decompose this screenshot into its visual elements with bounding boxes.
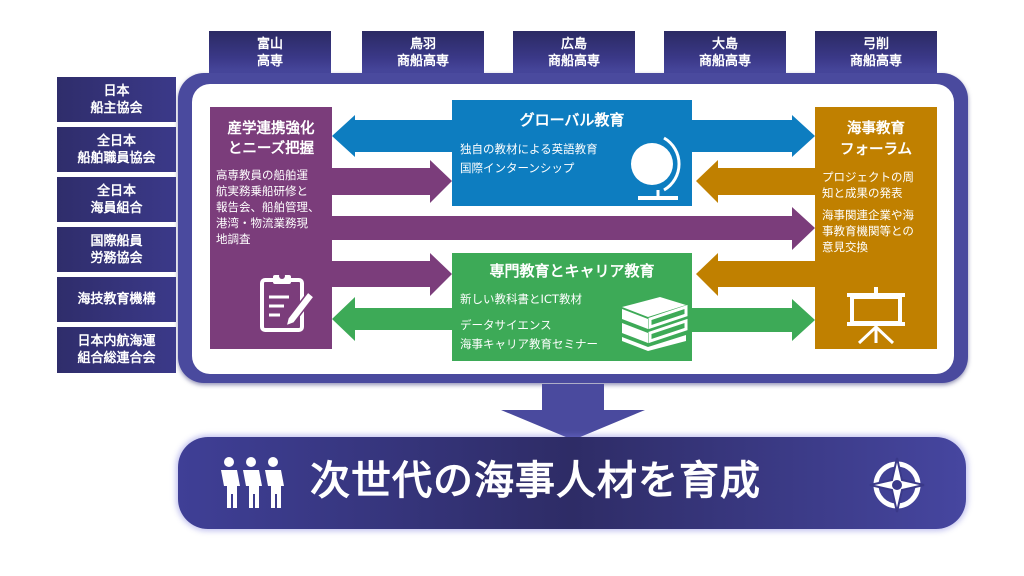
school-name: 広島 bbox=[560, 37, 587, 52]
org-name-line: 日本内航海運 bbox=[77, 334, 156, 349]
career-item: データサイエンス bbox=[460, 318, 552, 332]
arrow-global-to-forum bbox=[692, 115, 815, 157]
forum-title-line1: 海事教育 bbox=[847, 121, 905, 137]
arrow-down-to-result bbox=[501, 384, 645, 440]
school-type: 商船高専 bbox=[396, 54, 449, 69]
industry-description-line: 高専教員の船舶運 bbox=[216, 168, 308, 182]
org-seafarers-union: 全日本 海員組合 bbox=[57, 177, 176, 222]
career-education-box: 専門教育とキャリア教育 新しい教科書とICT教材 データサイエンス 海事キャリア… bbox=[452, 253, 692, 361]
org-name-line: 全日本 bbox=[96, 183, 136, 199]
result-banner bbox=[178, 437, 966, 529]
org-name-line: 組合総連合会 bbox=[77, 351, 156, 366]
career-item: 海事キャリア教育セミナー bbox=[460, 337, 598, 351]
global-education-box: グローバル教育 独自の教材による英語教育 国際インターンシップ bbox=[452, 100, 692, 206]
org-maritime-education-organization: 海技教育機構 bbox=[57, 277, 176, 322]
industry-collaboration-box: 産学連携強化 とニーズ把握 高専教員の船舶運 航実務乗船研修と 報告会、船舶管理… bbox=[210, 107, 332, 349]
arrow-industry-to-forum bbox=[332, 207, 815, 250]
arrow-forum-to-global bbox=[696, 160, 815, 203]
org-coastal-shipping-federation: 日本内航海運 組合総連合会 bbox=[57, 327, 176, 373]
org-name-line: 海員組合 bbox=[90, 200, 143, 216]
org-name-line: 船主協会 bbox=[90, 100, 143, 116]
org-name-line: 全日本 bbox=[96, 133, 136, 149]
career-item: 新しい教科書とICT教材 bbox=[460, 292, 582, 306]
presentation-board-icon bbox=[847, 287, 905, 345]
org-name-line: 船舶職員協会 bbox=[77, 150, 156, 166]
school-tab-toyama: 富山 高専 bbox=[209, 31, 331, 75]
school-type: 高専 bbox=[256, 54, 283, 69]
compass-icon bbox=[869, 457, 925, 513]
school-name: 鳥羽 bbox=[409, 37, 436, 52]
arrow-career-to-forum bbox=[692, 299, 815, 341]
books-icon bbox=[622, 297, 688, 351]
maritime-forum-box: 海事教育 フォーラム プロジェクトの周 知と成果の発表 海事関連企業や海 事教育… bbox=[815, 107, 937, 349]
school-type: 商船高専 bbox=[547, 54, 600, 69]
global-item: 国際インターンシップ bbox=[460, 161, 575, 175]
arrow-industry-to-global bbox=[332, 160, 452, 203]
arrow-career-to-industry bbox=[332, 297, 453, 341]
school-name: 富山 bbox=[256, 37, 283, 52]
school-tab-yuge: 弓削 商船高専 bbox=[815, 31, 937, 75]
industry-title-line2: とニーズ把握 bbox=[227, 141, 315, 157]
forum-item-line: プロジェクトの周 bbox=[822, 170, 914, 184]
career-title: 専門教育とキャリア教育 bbox=[489, 262, 655, 280]
school-name: 弓削 bbox=[862, 37, 889, 52]
forum-item-line: 知と成果の発表 bbox=[822, 186, 903, 200]
org-name-line: 海技教育機構 bbox=[77, 292, 156, 307]
org-ship-officers-association: 全日本 船舶職員協会 bbox=[57, 127, 176, 172]
org-international-seafarers-labor: 国際船員 労務協会 bbox=[57, 227, 176, 272]
org-shipowners-association: 日本 船主協会 bbox=[57, 77, 176, 122]
industry-description-line: 航実務乗船研修と bbox=[216, 184, 308, 198]
forum-item-line: 事教育機関等との bbox=[822, 224, 914, 238]
clipboard-pen-icon bbox=[260, 273, 316, 332]
result-text: 次世代の海事人材を育成 bbox=[310, 458, 761, 504]
industry-description-line: 地調査 bbox=[216, 232, 251, 246]
industry-description-line: 報告会、船舶管理、 bbox=[216, 200, 320, 214]
globe-icon bbox=[631, 136, 681, 200]
industry-title-line1: 産学連携強化 bbox=[227, 121, 315, 137]
org-name-line: 日本 bbox=[103, 83, 130, 99]
industry-description-line: 港湾・物流業務現 bbox=[216, 216, 308, 230]
arrow-global-to-industry bbox=[332, 115, 453, 157]
forum-title-line2: フォーラム bbox=[839, 142, 913, 158]
people-group-icon bbox=[221, 457, 284, 508]
org-name-line: 国際船員 bbox=[90, 233, 143, 249]
school-tab-toba: 鳥羽 商船高専 bbox=[362, 31, 484, 75]
arrow-forum-to-career bbox=[696, 253, 815, 296]
school-type: 商船高専 bbox=[849, 54, 902, 69]
school-type: 商船高専 bbox=[698, 54, 751, 69]
school-tab-hiroshima: 広島 商船高専 bbox=[513, 31, 635, 75]
org-name-line: 労務協会 bbox=[90, 250, 143, 266]
school-tab-oshima: 大島 商船高専 bbox=[664, 31, 786, 75]
global-item: 独自の教材による英語教育 bbox=[460, 142, 598, 156]
global-title: グローバル教育 bbox=[519, 111, 625, 129]
arrow-industry-to-career bbox=[332, 253, 452, 296]
school-name: 大島 bbox=[711, 37, 738, 52]
forum-item-line: 海事関連企業や海 bbox=[822, 208, 914, 222]
forum-item-line: 意見交換 bbox=[822, 240, 868, 254]
